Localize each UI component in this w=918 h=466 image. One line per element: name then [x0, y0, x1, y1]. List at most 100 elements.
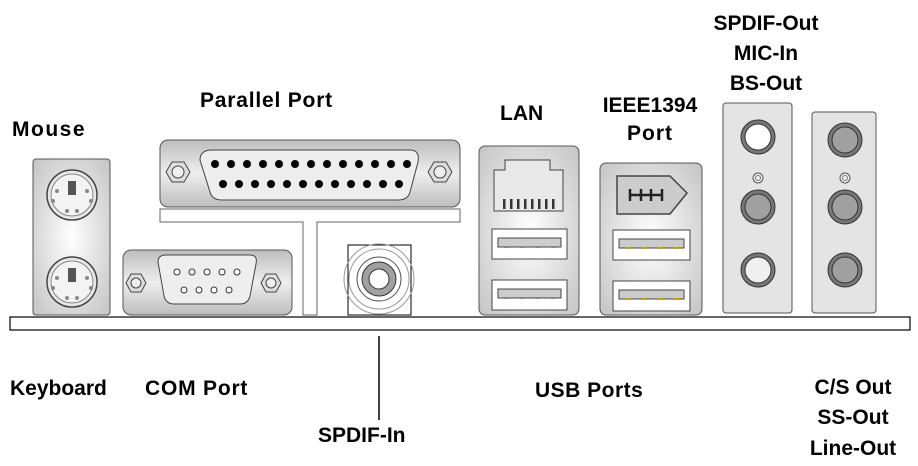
pin: [243, 160, 251, 168]
pin: [524, 199, 527, 209]
pin: [225, 286, 233, 294]
parallel-bracket: [159, 208, 461, 316]
pin: [75, 209, 79, 213]
hex-screw-icon: [427, 161, 453, 183]
pin: [51, 199, 55, 203]
spdif-in-jack[interactable]: [343, 243, 415, 316]
pin: [283, 180, 291, 188]
pin: [267, 180, 275, 188]
label-cs-out: C/S Out: [815, 376, 892, 399]
pin: [307, 160, 315, 168]
pin: [674, 247, 679, 249]
ps2-mouse-port[interactable]: [46, 169, 98, 221]
pin: [218, 268, 226, 276]
label-keyboard: Keyboard: [10, 377, 107, 400]
pin: [188, 268, 196, 276]
rj45-lan-port[interactable]: [493, 159, 564, 212]
pin: [674, 298, 679, 300]
pin: [517, 199, 520, 209]
audio-panel-2: [811, 111, 877, 314]
firewire-contacts-icon: [628, 189, 664, 201]
pin: [538, 199, 541, 209]
usb-port[interactable]: [491, 279, 568, 311]
pin: [51, 286, 55, 290]
usb-tongue: [497, 237, 562, 248]
pin: [551, 246, 556, 248]
pin: [535, 297, 541, 299]
ps2-keyboard-port[interactable]: [46, 256, 98, 308]
usb-port[interactable]: [612, 229, 691, 261]
pin: [65, 209, 69, 213]
pin: [531, 199, 534, 209]
pin: [503, 199, 506, 209]
pin: [89, 286, 93, 290]
pin: [519, 297, 525, 299]
parallel-port[interactable]: [159, 139, 461, 208]
pin: [403, 160, 411, 168]
pin: [251, 180, 259, 188]
pin: [85, 276, 89, 280]
pin: [299, 180, 307, 188]
pin: [331, 180, 339, 188]
pin: [203, 268, 211, 276]
io-shield-baseline: [9, 316, 911, 331]
pin: [291, 160, 299, 168]
pin: [510, 199, 513, 209]
label-usb-ports: USB Ports: [535, 379, 643, 402]
pin: [227, 160, 235, 168]
pin: [219, 180, 227, 188]
pin: [535, 246, 541, 248]
pin: [173, 268, 181, 276]
ieee1394-usb-stack: [599, 162, 703, 316]
label-lan: LAN: [500, 102, 543, 125]
pin: [315, 180, 323, 188]
hex-screw-icon: [260, 273, 282, 293]
pin: [545, 199, 548, 209]
ps2-key: [68, 181, 76, 195]
pin: [55, 189, 59, 193]
ps2-ports: [32, 158, 111, 316]
pin: [641, 298, 647, 300]
lan-usb-stack: [478, 145, 580, 316]
pin: [379, 180, 387, 188]
pin: [55, 276, 59, 280]
pin: [504, 246, 509, 248]
audio-panel-1: [722, 102, 793, 314]
usb-tongue: [618, 238, 685, 249]
label-ieee1394-port: Port: [627, 122, 673, 145]
pin: [395, 180, 403, 188]
usb-port[interactable]: [491, 228, 568, 260]
label-mic-in: MIC-In: [734, 42, 798, 65]
hex-screw-icon: [165, 161, 191, 183]
usb-tongue: [618, 289, 685, 300]
pin: [347, 180, 355, 188]
pin: [65, 296, 69, 300]
pin: [235, 180, 243, 188]
com-port[interactable]: [122, 249, 293, 316]
pin: [657, 298, 663, 300]
pin: [625, 247, 630, 249]
pin: [210, 286, 218, 294]
hex-screw-icon: [125, 273, 147, 293]
label-ieee1394: IEEE1394: [603, 94, 698, 117]
pin: [551, 297, 556, 299]
label-spdif-in: SPDIF-In: [318, 424, 406, 447]
pin: [89, 199, 93, 203]
pin: [363, 180, 371, 188]
pin: [625, 298, 630, 300]
pin: [504, 297, 509, 299]
pin: [387, 160, 395, 168]
label-mouse: Mouse: [12, 118, 86, 141]
led-indicator: [839, 172, 851, 184]
pin: [259, 160, 267, 168]
led-indicator: [752, 172, 764, 184]
label-ss-out: SS-Out: [817, 406, 888, 429]
pin: [85, 189, 89, 193]
usb-port[interactable]: [612, 280, 691, 312]
pin: [552, 199, 555, 209]
usb-tongue: [497, 288, 562, 299]
pin: [519, 246, 525, 248]
ps2-key: [68, 268, 76, 282]
label-parallel-port: Parallel Port: [200, 89, 333, 112]
